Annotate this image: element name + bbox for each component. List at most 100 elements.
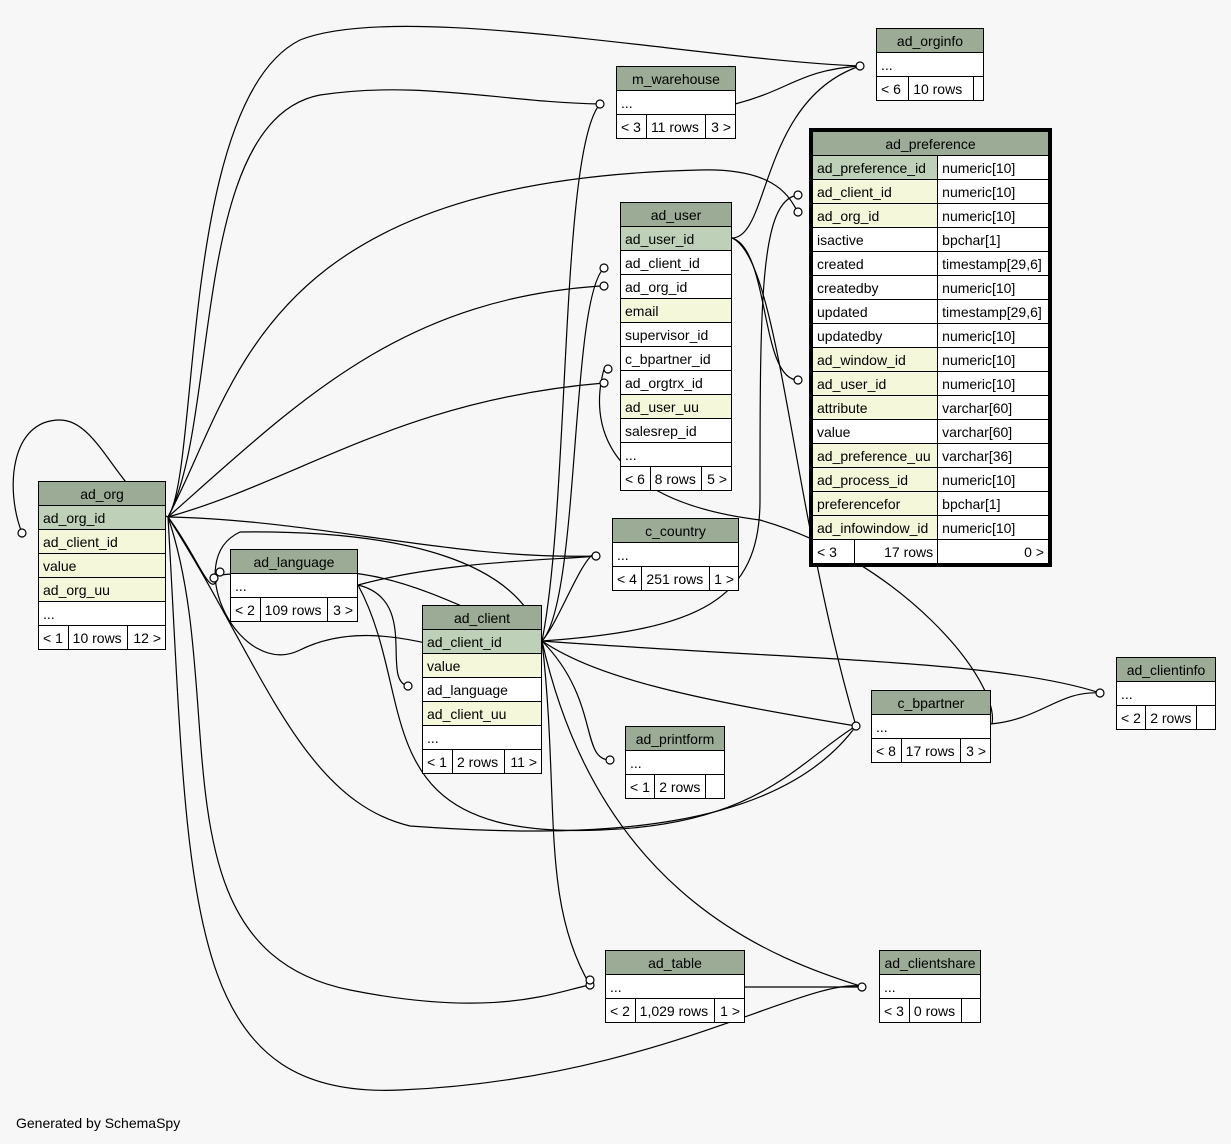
column-type: bpchar[1] [937, 227, 1049, 252]
table-title[interactable]: ad_clientshare [879, 950, 981, 975]
table-title[interactable]: m_warehouse [616, 66, 736, 91]
column-type: timestamp[29,6] [937, 299, 1049, 324]
table-title[interactable]: c_country [612, 518, 739, 543]
edge-org-warehouse [167, 89, 601, 518]
edge-user-bpartner [731, 237, 857, 727]
parents-count[interactable]: < 2 [605, 998, 636, 1023]
column-name: value [811, 419, 939, 444]
edge-client-preference [541, 194, 799, 642]
table-c-bpartner[interactable]: c_bpartner ... < 8 17 rows 3 > [871, 690, 991, 763]
parents-count[interactable]: < 6 [620, 466, 651, 491]
children-count[interactable]: 11 > [504, 749, 542, 774]
column-type: numeric[10] [937, 347, 1049, 372]
table-title[interactable]: ad_preference [812, 131, 1049, 156]
table-ad-clientinfo[interactable]: ad_clientinfo ... < 2 2 rows [1115, 657, 1216, 730]
parents-count[interactable]: < 2 [1115, 705, 1147, 730]
row-count: 251 rows [641, 566, 710, 591]
generated-by-credit: Generated by SchemaSpy [16, 1115, 181, 1131]
parents-count[interactable]: < 2 [230, 597, 261, 622]
parents-count[interactable]: < 3 [616, 114, 647, 139]
column-row: ad_orgtrx_id [620, 370, 732, 395]
column-row: ... [620, 442, 732, 467]
edge-bpartner-clientinfo [989, 692, 1101, 725]
parents-count[interactable]: < 1 [38, 625, 69, 650]
table-ad-user[interactable]: ad_user ad_user_id ad_client_id ad_org_i… [620, 202, 732, 491]
column-name: isactive [811, 227, 939, 252]
children-count[interactable]: 5 > [701, 466, 732, 491]
children-count[interactable]: 1 > [714, 998, 745, 1023]
table-title[interactable]: ad_orginfo [876, 28, 984, 53]
children-count[interactable]: 0 > [937, 539, 1049, 564]
table-ad-language[interactable]: ad_language ... < 2 109 rows 3 > [230, 549, 358, 622]
column-name: updatedby [811, 323, 939, 348]
parents-count[interactable]: < 6 [875, 76, 910, 101]
column-type: bpchar[1] [937, 491, 1049, 516]
table-c-country[interactable]: c_country ... < 4 251 rows 1 > [611, 518, 740, 591]
children-count[interactable]: 12 > [127, 625, 166, 650]
column-name: ad_preference_id [811, 155, 939, 180]
row-count: 10 rows [908, 76, 974, 101]
parents-count[interactable]: < 1 [624, 774, 656, 799]
children-count[interactable]: 3 > [705, 114, 736, 139]
children-count[interactable]: 3 > [960, 738, 991, 763]
column-row: ad_client_uu [422, 701, 542, 726]
column-row: ad_org_uu [38, 577, 166, 602]
column-row: ... [38, 601, 166, 626]
column-type: numeric[10] [937, 275, 1049, 300]
column-type: varchar[60] [937, 419, 1049, 444]
column-row: value [422, 653, 542, 678]
children-count[interactable] [705, 774, 725, 799]
row-count: 2 rows [1145, 705, 1197, 730]
children-count[interactable]: 3 > [327, 597, 358, 622]
row-count: 11 rows [645, 114, 707, 139]
column-type: varchar[60] [937, 395, 1049, 420]
row-count: 17 rows [853, 539, 939, 564]
column-row: ... [1116, 681, 1216, 706]
column-type: numeric[10] [937, 155, 1049, 180]
table-title[interactable]: ad_user [620, 202, 732, 227]
table-ad-org[interactable]: ad_org ad_org_id ad_client_id value ad_o… [38, 481, 166, 650]
edge-org-language [167, 516, 219, 585]
table-title[interactable]: ad_client [422, 605, 542, 630]
parents-count[interactable]: < 8 [871, 738, 902, 763]
column-row: ... [879, 974, 981, 999]
table-ad-orginfo[interactable]: ad_orginfo ... < 6 10 rows [875, 28, 985, 101]
table-ad-printform[interactable]: ad_printform ... < 1 2 rows [624, 726, 725, 799]
column-name: created [811, 251, 939, 276]
edge-markers [17, 61, 1105, 992]
parents-count[interactable]: < 3 [879, 998, 910, 1023]
parents-count[interactable]: < 4 [611, 566, 643, 591]
parents-count[interactable]: < 3 [812, 539, 855, 564]
column-row: c_bpartner_id [620, 346, 732, 371]
column-row: ad_user_id [620, 226, 732, 251]
row-count: 2 rows [451, 749, 506, 774]
table-title[interactable]: ad_language [230, 549, 358, 574]
edge-org-bpartner [167, 516, 857, 832]
children-count[interactable] [1196, 705, 1216, 730]
column-row: ... [230, 573, 358, 598]
column-name: ad_client_id [811, 179, 939, 204]
children-count[interactable] [961, 998, 981, 1023]
table-ad-client[interactable]: ad_client ad_client_id value ad_language… [422, 605, 542, 774]
table-title[interactable]: ad_org [38, 481, 166, 506]
table-title[interactable]: ad_clientinfo [1116, 657, 1216, 682]
table-ad-table[interactable]: ad_table ... < 2 1,029 rows 1 > [605, 950, 745, 1023]
column-name: createdby [811, 275, 939, 300]
column-row: ad_client_id [38, 529, 166, 554]
row-count: 17 rows [900, 738, 962, 763]
table-title[interactable]: c_bpartner [871, 690, 991, 715]
edge-org-user-trx [167, 382, 605, 518]
table-title[interactable]: ad_printform [625, 726, 725, 751]
table-title[interactable]: ad_table [605, 950, 745, 975]
edge-org-preference [167, 169, 799, 518]
table-ad-clientshare[interactable]: ad_clientshare ... < 3 0 rows [879, 950, 981, 1023]
row-count: 8 rows [649, 466, 703, 491]
children-count[interactable] [972, 76, 985, 101]
edge-client-user [541, 267, 605, 642]
children-count[interactable]: 1 > [708, 566, 740, 591]
table-m-warehouse[interactable]: m_warehouse ... < 3 11 rows 3 > [616, 66, 736, 139]
column-name: ad_user_id [811, 371, 939, 396]
parents-count[interactable]: < 1 [422, 749, 453, 774]
